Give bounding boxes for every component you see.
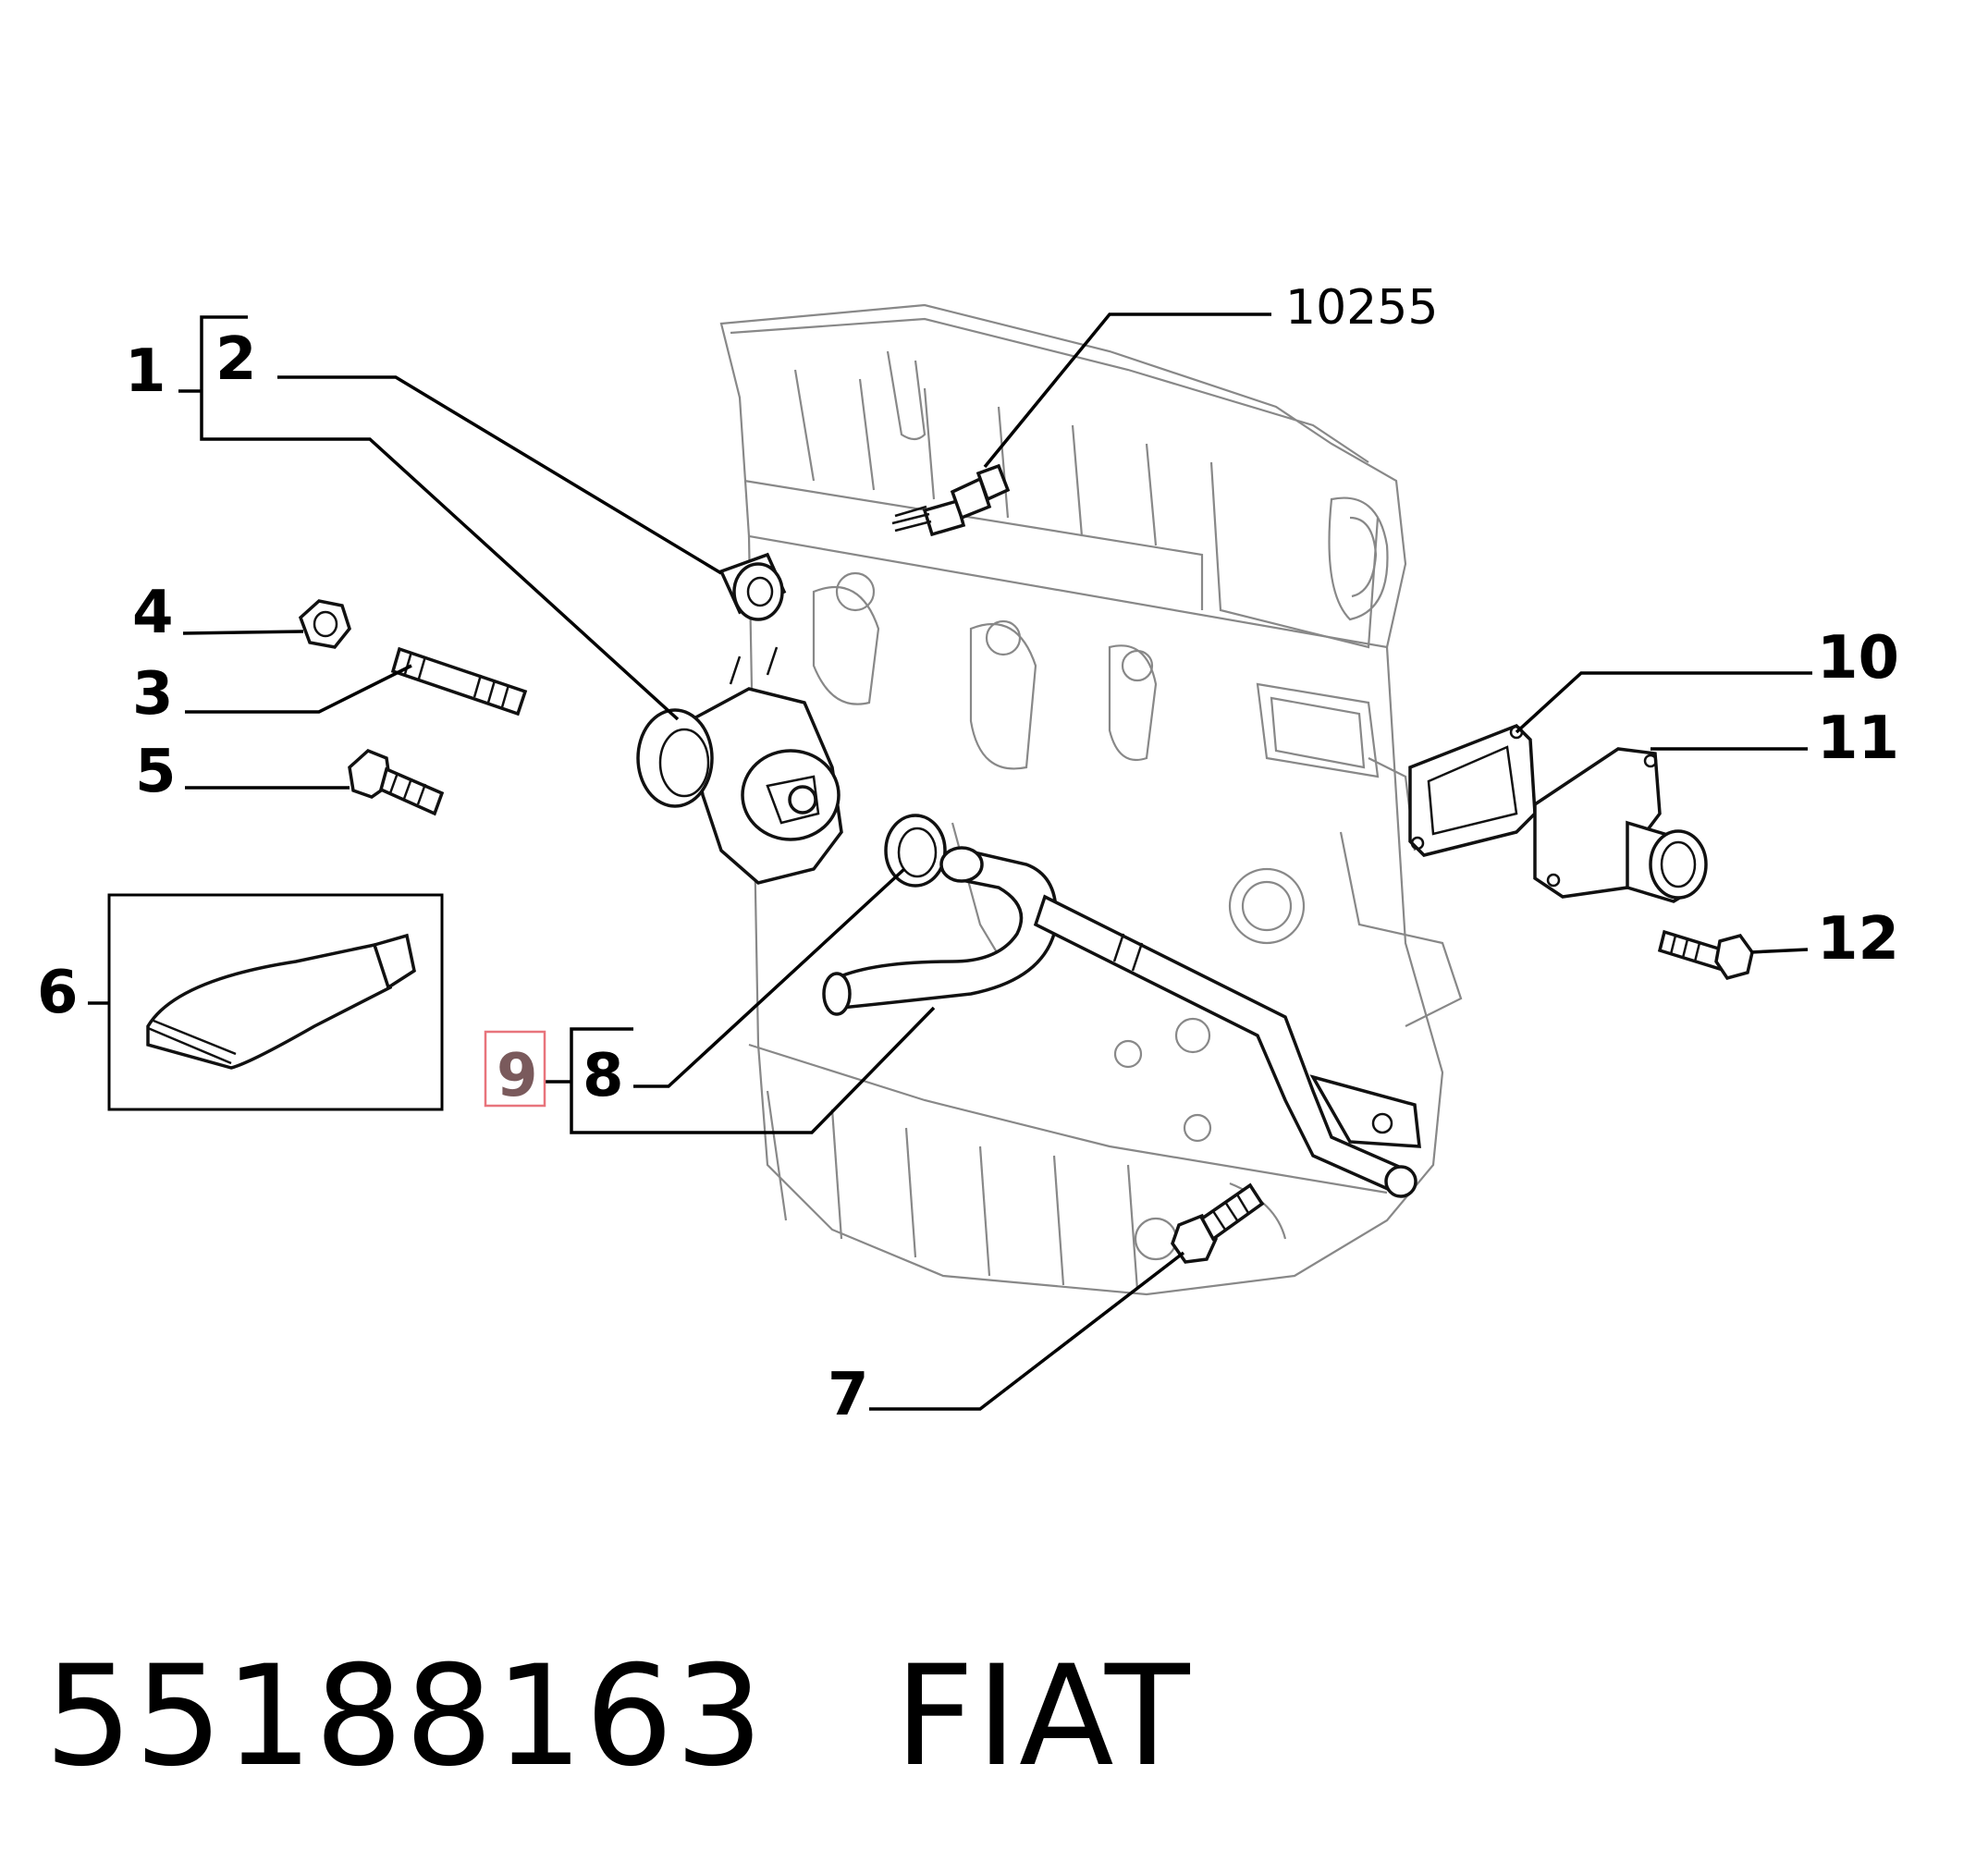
bolt-part-5 — [348, 748, 445, 816]
stud-part — [390, 646, 528, 717]
nut-part — [298, 599, 351, 649]
callout-4: 4 — [132, 579, 174, 647]
engine-block-outline — [719, 303, 1463, 1296]
callout-1: 1 — [125, 337, 166, 406]
callout-2: 2 — [215, 325, 257, 394]
thermostat-housing-part — [1533, 747, 1708, 903]
sealant-box — [107, 893, 444, 1111]
water-pump-part — [636, 646, 843, 885]
callout-7: 7 — [828, 1361, 869, 1429]
part-number: 55188163 — [44, 1636, 766, 1797]
brand-name: FIAT — [894, 1636, 1192, 1797]
bushing-part — [718, 552, 787, 621]
gasket-part — [1408, 723, 1537, 857]
callout-5: 5 — [135, 738, 177, 806]
callout-12: 12 — [1817, 905, 1899, 974]
leader-lines — [88, 312, 1812, 1411]
callout-11: 11 — [1817, 704, 1899, 773]
footer-caption: 55188163 FIAT — [44, 1636, 1192, 1803]
callout-10255: 10255 — [1285, 280, 1438, 336]
callout-3: 3 — [132, 660, 174, 729]
callout-9: 9 — [497, 1042, 538, 1110]
temperature-sensor-part — [891, 463, 1011, 537]
bolt-part-7 — [1171, 1182, 1265, 1264]
callout-6: 6 — [37, 959, 79, 1027]
coolant-pipe-part — [822, 846, 1421, 1198]
callout-10: 10 — [1817, 624, 1899, 692]
bolt-part-12 — [1657, 929, 1754, 981]
callout-8: 8 — [583, 1042, 624, 1110]
callout-9-highlight[interactable]: 9 — [484, 1030, 546, 1110]
o-ring-part — [884, 814, 947, 888]
